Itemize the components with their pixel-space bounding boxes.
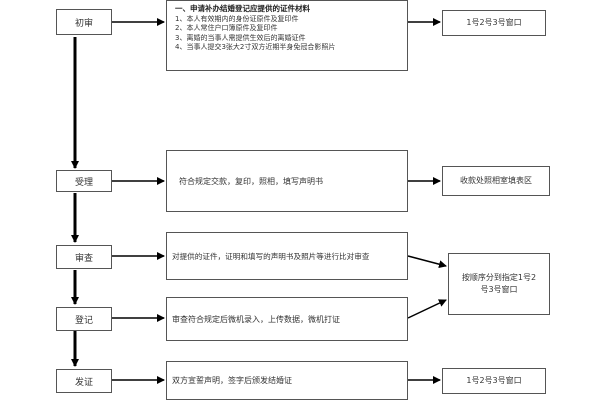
materials-title: 一、申请补办结婚登记应提供的证件材料 <box>175 4 310 13</box>
desc-issuance: 双方宣誓声明，签字后颁发结婚证 <box>166 361 408 400</box>
desc-examination: 对提供的证件，证明和填写的声明书及照片等进行比对审查 <box>166 232 408 280</box>
step-preliminary-review: 初审 <box>56 9 112 35</box>
materials-item: 1、本人有效期内的身份证原件及复印件 <box>175 14 299 23</box>
target-assigned-window: 按顺序分到指定1号2 号3号窗口 <box>448 253 550 315</box>
arrow-register-to-assigned <box>407 299 447 319</box>
target-window-123-bottom: 1号2号3号窗口 <box>442 368 546 394</box>
arrow-review-to-assigned <box>407 255 447 269</box>
step-registration: 登记 <box>56 307 112 331</box>
target-cashier: 收款处照相室填表区 <box>442 166 550 196</box>
materials-box: 一、申请补办结婚登记应提供的证件材料 1、本人有效期内的身份证原件及复印件 2、… <box>166 0 408 71</box>
materials-item: 4、当事人提交3张大2寸双方近期半身免冠合影照片 <box>175 43 336 52</box>
materials-item: 3、离婚的当事人需提供生效后的离婚证件 <box>175 33 306 42</box>
step-acceptance: 受理 <box>56 170 112 192</box>
desc-registration: 审查符合规定后微机录入，上传数据，微机打证 <box>166 297 408 341</box>
target-window-123-top: 1号2号3号窗口 <box>442 10 546 36</box>
step-examination: 审查 <box>56 245 112 269</box>
assigned-window-line2: 号3号窗口 <box>480 285 518 294</box>
materials-item: 2、本人常住户口簿原件及复印件 <box>175 24 278 33</box>
step-issuance: 发证 <box>56 369 112 393</box>
desc-acceptance: 符合规定交款，复印，照相，填写声明书 <box>166 150 408 212</box>
assigned-window-line1: 按顺序分到指定1号2 <box>461 273 537 282</box>
